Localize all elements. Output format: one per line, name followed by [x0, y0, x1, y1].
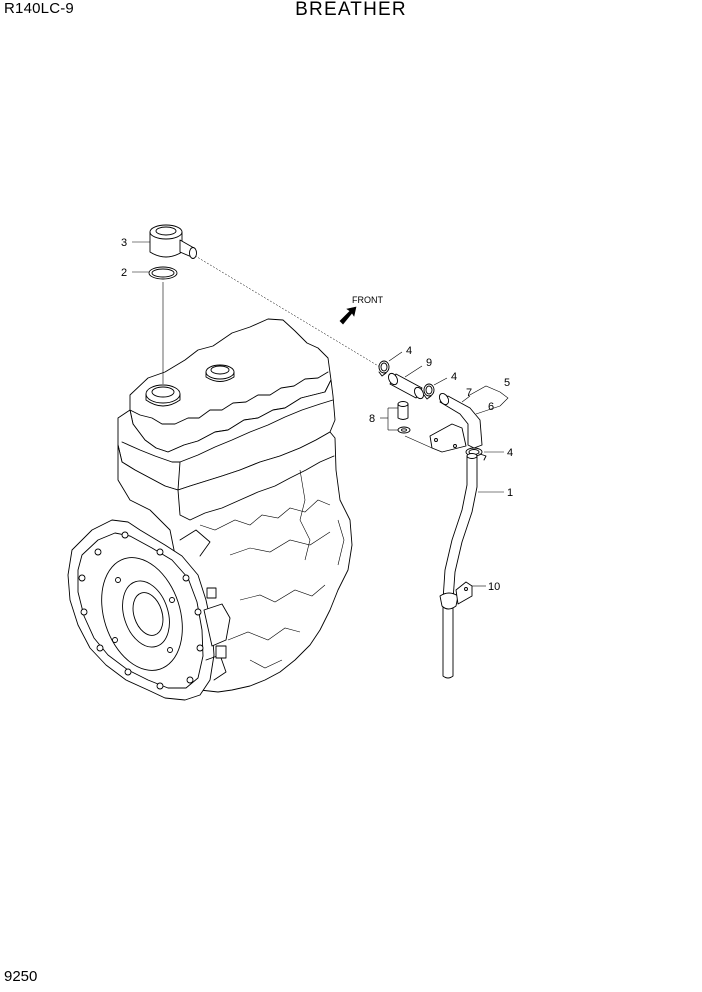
callout-labels: 3 2 4 9 4 5 7 6 8 4 1 10	[121, 237, 513, 593]
callout-9: 9	[426, 357, 432, 369]
pipe-clip	[439, 581, 473, 610]
callout-4: 4	[507, 447, 513, 459]
model-label: R140LC-9	[4, 0, 74, 17]
callout-7: 7	[466, 387, 472, 399]
front-arrow-icon	[339, 306, 357, 325]
breather-hose	[388, 372, 424, 400]
callout-10: 10	[488, 581, 500, 593]
bolt-washer	[397, 401, 411, 434]
front-label: FRONT	[352, 295, 383, 305]
callout-1: 1	[507, 487, 513, 499]
engine-block	[67, 318, 353, 701]
page-number: 9250	[4, 968, 38, 985]
callout-4: 4	[451, 371, 457, 383]
callout-8: 8	[369, 413, 375, 425]
callout-2: 2	[121, 267, 127, 279]
elbow-pipe	[429, 392, 483, 453]
hose-clamp-upper	[378, 360, 390, 377]
callout-3: 3	[121, 237, 127, 249]
callout-6: 6	[488, 401, 494, 413]
breather-body	[149, 224, 197, 259]
drain-pipe	[442, 453, 478, 679]
leader-lines	[132, 241, 509, 587]
page-title: BREATHER	[295, 0, 407, 20]
callout-4: 4	[406, 345, 412, 357]
housing-bolt-holes	[78, 531, 204, 690]
callout-5: 5	[504, 377, 510, 389]
hose-clamp-middle	[423, 383, 435, 400]
